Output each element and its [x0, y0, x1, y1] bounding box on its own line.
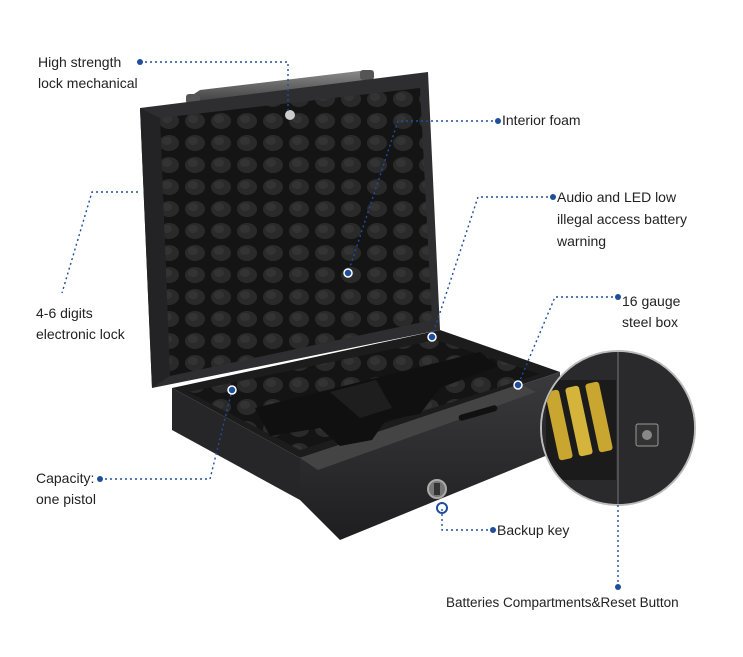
callout-line-1: 16 gauge: [622, 293, 681, 309]
safe-lid: [140, 72, 440, 388]
battery-inset: [540, 350, 696, 506]
callout-line-1: 4-6 digits: [36, 305, 93, 321]
battery-icon: [545, 381, 613, 461]
callout-lines: [61, 61, 619, 587]
key-lock-icon: [427, 479, 447, 499]
callout-line-1: Backup key: [497, 522, 570, 538]
callout-capacity: Capacity: one pistol: [36, 468, 96, 510]
callout-line-2: electronic lock: [36, 326, 125, 342]
callout-line-2: steel box: [622, 314, 679, 330]
callout-audio-led: Audio and LED low illegal access battery…: [557, 186, 687, 252]
pistol-illustration: [255, 352, 498, 446]
reset-button-icon: [635, 423, 659, 447]
callout-line-1: Batteries Compartments&Reset Button: [446, 595, 679, 610]
callout-backup-key: Backup key: [497, 520, 569, 541]
callout-batteries-reset: Batteries Compartments&Reset Button: [446, 592, 679, 613]
callout-lock-mechanical: High strength lock mechanical: [38, 52, 138, 94]
callout-line-2: one pistol: [36, 491, 96, 507]
callout-line-1: Interior foam: [502, 112, 581, 128]
callout-line-2: lock mechanical: [38, 75, 138, 91]
callout-line-1: Audio and LED low: [557, 189, 677, 205]
callout-electronic-lock: 4-6 digits electronic lock: [36, 303, 125, 345]
callout-dots: [97, 59, 621, 590]
callout-line-2: illegal access battery: [557, 211, 687, 227]
callout-line-1: Capacity:: [36, 470, 95, 486]
callout-interior-foam: Interior foam: [502, 110, 581, 131]
lock-latch-icon: [285, 110, 295, 120]
callout-line-1: High strength: [38, 54, 122, 70]
callout-line-3: warning: [557, 233, 607, 249]
callout-steel-box: 16 gauge steel box: [622, 291, 680, 333]
